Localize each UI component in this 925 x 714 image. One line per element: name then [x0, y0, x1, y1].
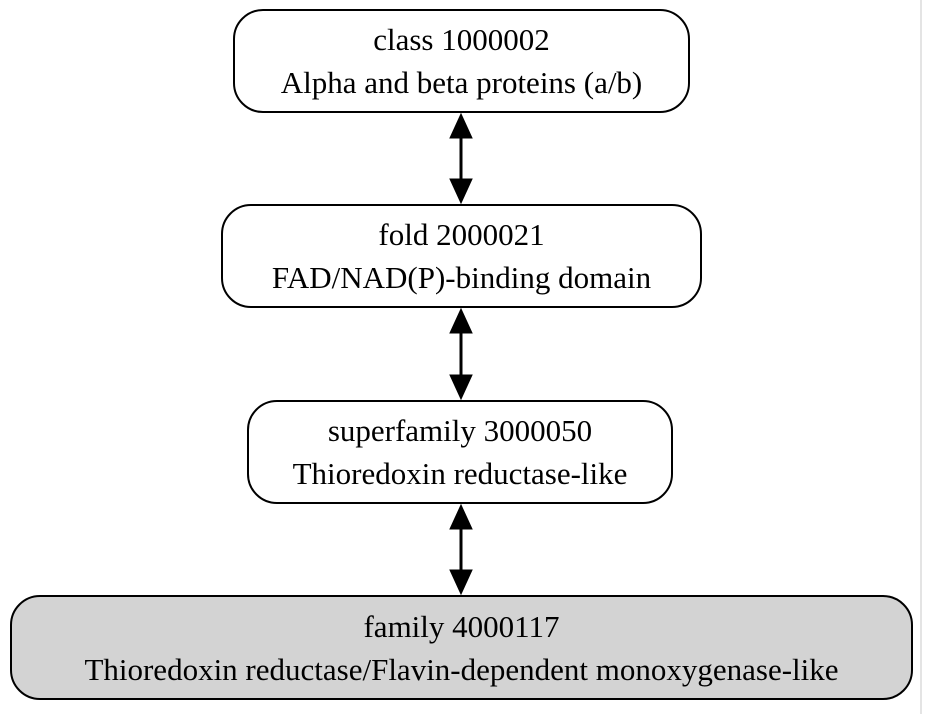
- node-class-name: Alpha and beta proteins (a/b): [280, 65, 643, 100]
- arrowhead-up: [449, 112, 473, 139]
- arrowhead-down: [449, 569, 473, 596]
- page-divider: [920, 0, 922, 714]
- edge-class-fold: [449, 112, 473, 205]
- arrowhead-down: [449, 178, 473, 205]
- node-superfamily-id: superfamily 3000050: [327, 413, 593, 448]
- node-family[interactable]: family 4000117 Thioredoxin reductase/Fla…: [10, 595, 913, 700]
- node-superfamily[interactable]: superfamily 3000050 Thioredoxin reductas…: [247, 400, 673, 504]
- node-class-id: class 1000002: [373, 22, 550, 57]
- edge-fold-superfamily: [449, 307, 473, 401]
- node-family-name: Thioredoxin reductase/Flavin-dependent m…: [84, 651, 839, 687]
- edge-superfamily-family: [449, 503, 473, 596]
- arrowhead-up: [449, 307, 473, 334]
- arrowhead-up: [449, 503, 473, 530]
- node-fold[interactable]: fold 2000021 FAD/NAD(P)-binding domain: [221, 204, 702, 308]
- node-fold-id: fold 2000021: [378, 217, 545, 252]
- node-fold-name: FAD/NAD(P)-binding domain: [271, 260, 652, 295]
- node-family-id: family 4000117: [363, 608, 560, 644]
- node-class[interactable]: class 1000002 Alpha and beta proteins (a…: [233, 9, 690, 113]
- arrowhead-down: [449, 374, 473, 401]
- node-superfamily-name: Thioredoxin reductase-like: [292, 456, 628, 491]
